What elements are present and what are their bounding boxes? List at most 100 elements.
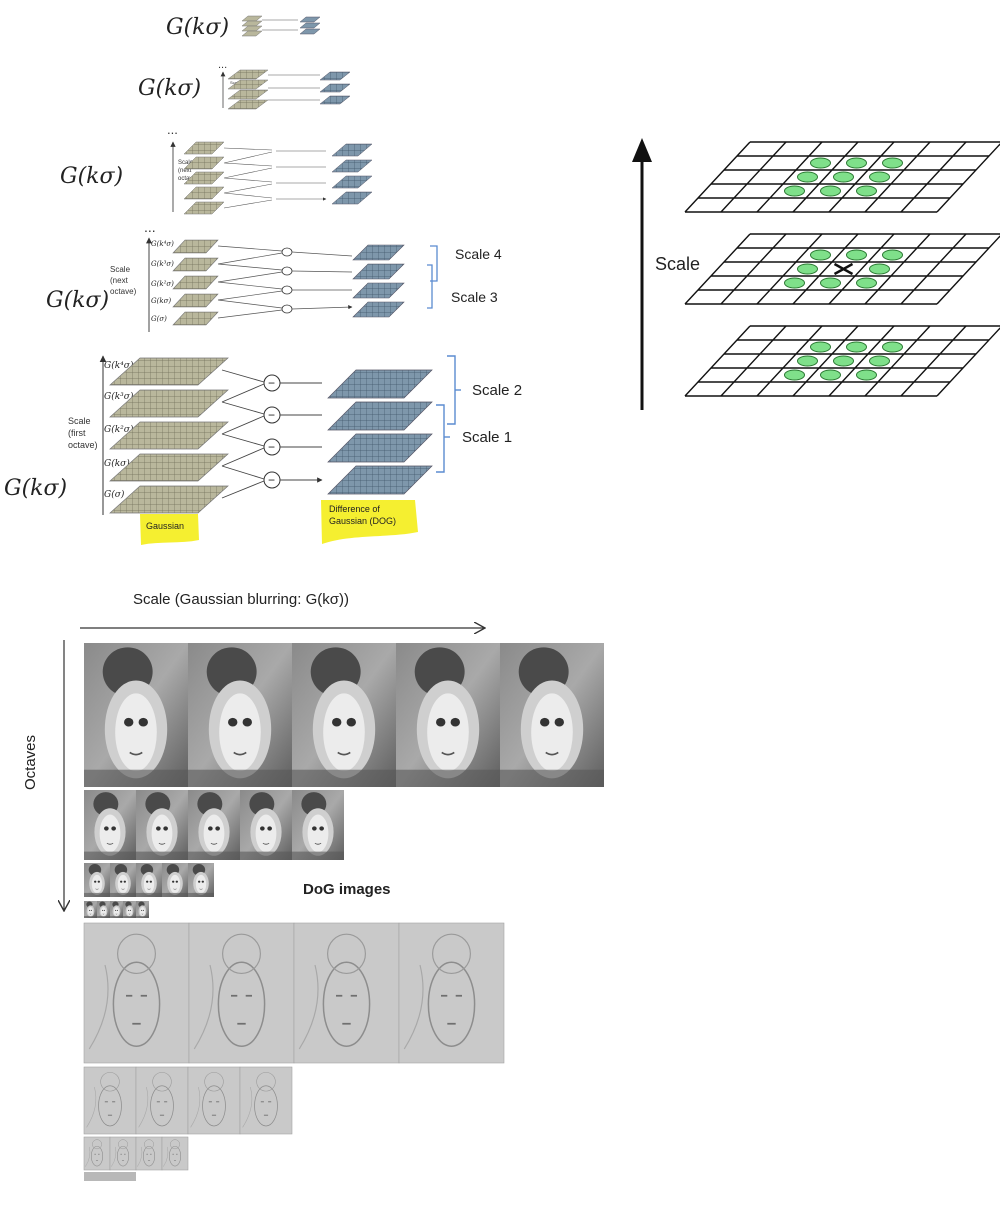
gaussian-thumbnail [162, 863, 188, 897]
scale-4-label: Scale 4 [455, 246, 502, 262]
dog-thumbnail [188, 922, 295, 1064]
gaussian-thumbnail [188, 790, 240, 860]
level-label: G(k³σ) [104, 391, 134, 402]
dog-stack [331, 143, 373, 205]
gaussian-thumbnail [84, 790, 136, 860]
dog-stack [352, 244, 405, 318]
neighbor-dot [784, 277, 805, 289]
neighbor-dot [846, 157, 867, 169]
octave-tiny-2: Scale [220, 69, 351, 110]
ellipsis-3: ... [144, 219, 156, 235]
scale-2-label: Scale 2 [472, 382, 522, 399]
gaussian-thumbnail [110, 863, 136, 897]
minus-sign: − [268, 473, 275, 487]
gaussian-stack [183, 141, 225, 215]
level-label: G(kσ) [151, 297, 171, 305]
dog-thumbnail [187, 1066, 241, 1135]
gaussian-thumbnail [292, 790, 344, 860]
bracket-scale-1 [436, 404, 445, 473]
neighbor-dot [810, 157, 831, 169]
gaussian-thumbnail [110, 901, 123, 918]
ellipsis-2: ... [167, 122, 178, 137]
dog-thumbnail [83, 1066, 137, 1135]
bracket-scale-2 [447, 355, 456, 425]
scale-grid [684, 325, 1000, 397]
axis-label-tiny: Scale [230, 80, 241, 85]
gk-label-3: G(kσ) [60, 164, 123, 189]
minus-sign: − [268, 408, 275, 422]
gaussian-stack [109, 357, 229, 514]
gaussian-thumbnail [84, 901, 97, 918]
gaussian-stack [172, 239, 219, 326]
neighbor-dot [833, 355, 854, 367]
bracket-scale-3 [427, 264, 433, 309]
neighbor-dot [869, 171, 890, 183]
neighbor-dot [797, 355, 818, 367]
gaussian-label: Gaussian [146, 521, 184, 531]
level-label: G(k⁴σ) [151, 240, 174, 248]
neighbor-dot [856, 369, 877, 381]
scale-3-label: Scale 3 [451, 289, 498, 305]
dog-stack [327, 369, 433, 495]
gk-label-1: G(kσ) [166, 15, 229, 40]
level-label: G(σ) [104, 489, 125, 500]
dog-thumbnail [135, 1136, 163, 1171]
photo-scale-space: Scale (Gaussian blurring: G(kσ)) Octaves… [22, 591, 604, 1181]
neighbor-dot [797, 171, 818, 183]
gk-label-4: G(kσ) [46, 288, 109, 313]
dog-thumbnail [239, 1066, 293, 1135]
gaussian-thumbnail [240, 790, 292, 860]
gaussian-thumbnail [188, 863, 214, 897]
dog-thumbnail [83, 922, 190, 1064]
level-label: G(k³σ) [151, 260, 174, 268]
arrow-up-icon [632, 138, 652, 162]
neighbor-dot [810, 249, 831, 261]
scale-grid [684, 141, 1000, 213]
neighbor-dot [856, 185, 877, 197]
minus-sign: − [268, 440, 275, 454]
neighbor-dot [882, 157, 903, 169]
dog-thumbnail [83, 1136, 111, 1171]
gaussian-thumbnail [292, 643, 396, 787]
scale-1-label: Scale 1 [462, 429, 512, 446]
gaussian-thumbnail [123, 901, 136, 918]
extrema-diagram: Scale [632, 138, 1000, 410]
neighbor-dot [869, 263, 890, 275]
gaussian-thumbnail [84, 643, 188, 787]
gaussian-stack [227, 69, 269, 110]
neighbor-dot [820, 185, 841, 197]
octave-tiny-1 [241, 15, 321, 37]
gaussian-thumbnail [136, 863, 162, 897]
level-label: G(kσ) [104, 458, 130, 469]
level-label: G(k²σ) [151, 280, 174, 288]
neighbor-dot [784, 185, 805, 197]
neighbor-dot [846, 249, 867, 261]
dog-highlight [321, 500, 418, 544]
octaves-label: Octaves [22, 735, 39, 790]
dog-thumbnail [109, 1136, 137, 1171]
scale-grid [684, 233, 1000, 305]
dog-stack [299, 16, 321, 35]
scale-axis-title: Scale (Gaussian blurring: G(kσ)) [133, 591, 349, 608]
dog-images-title: DoG images [303, 881, 391, 898]
ellipsis-1: ... [218, 59, 227, 71]
gk-label-2: G(kσ) [138, 76, 201, 101]
dog-thumbnail [135, 1066, 189, 1135]
gaussian-thumbnail [188, 643, 292, 787]
neighbor-dot [820, 369, 841, 381]
neighbor-dot [856, 277, 877, 289]
gaussian-thumbnail [97, 901, 110, 918]
gaussian-stack [241, 15, 263, 37]
dog-thumbnail [398, 922, 505, 1064]
level-label: G(k²σ) [104, 424, 134, 435]
neighbor-dot [810, 341, 831, 353]
level-label: G(σ) [151, 315, 167, 323]
neighbor-dot [784, 369, 805, 381]
level-label: G(k⁴σ) [104, 360, 134, 371]
